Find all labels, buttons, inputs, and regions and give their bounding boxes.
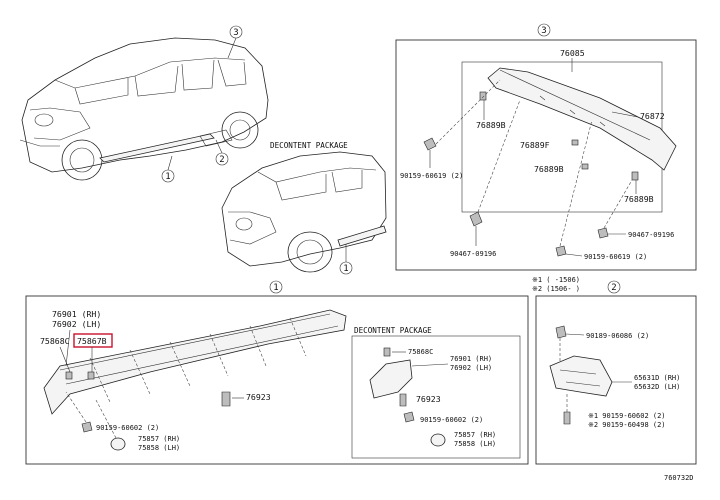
- callout-1-c-text: 1: [273, 283, 278, 293]
- decontent-moulding-part: [369, 359, 413, 399]
- package-label-top: DECONTENT PACKAGE: [270, 141, 348, 150]
- vehicle-illustration-package: [221, 151, 387, 273]
- diagram-code: 760732D: [664, 474, 694, 482]
- nut-icon: [110, 437, 126, 451]
- part-76923-label: 76923: [246, 392, 271, 402]
- callout-1-a-text: 1: [165, 172, 170, 182]
- screw-icon: [555, 245, 567, 257]
- part-76902-lh-label: 76902 (LH): [52, 319, 101, 329]
- screw-icon: [563, 411, 571, 425]
- screw-icon: [81, 421, 93, 433]
- callout-3-a-text: 3: [233, 28, 238, 38]
- clip-icon: [479, 91, 487, 101]
- part-76872-label: 76872: [640, 111, 665, 121]
- decontent-inset-frame: [351, 335, 521, 459]
- section-2-frame: [535, 295, 697, 465]
- package-label-bottom: DECONTENT PACKAGE: [354, 326, 432, 335]
- part-90159-60602-b-label: 90159-60602 (2): [420, 416, 483, 424]
- spoiler-part: [487, 67, 677, 171]
- part-75857-rh-b-label: 75857 (RH): [454, 431, 496, 439]
- screw-icon: [423, 137, 437, 151]
- callout-2-a-text: 2: [219, 155, 224, 165]
- bolt-icon: [221, 391, 231, 407]
- clip-icon: [581, 163, 589, 170]
- callout-3-b: [537, 23, 551, 37]
- footnote-2: ※2 (1506- ): [532, 285, 580, 293]
- part-76889b-b-label: 76889B: [534, 164, 564, 174]
- callout-1-b-text: 1: [343, 264, 348, 274]
- callout-1-a: [161, 169, 175, 183]
- part-75858-lh-b-label: 75858 (LH): [454, 440, 496, 448]
- clip-icon: [65, 371, 73, 380]
- part-75868c-label: 75868C: [40, 336, 70, 346]
- part-76901-rh-label: 76901 (RH): [52, 309, 101, 319]
- mudguard-part: [549, 355, 613, 397]
- part-65631d-rh-label: 65631D (RH): [634, 374, 680, 382]
- clip-icon: [571, 139, 579, 146]
- callout-3-a: [229, 25, 243, 39]
- part-90467-09196-b-label: 90467-09196: [628, 231, 674, 239]
- screw-icon: [597, 227, 609, 239]
- vehicle-illustration-main: [19, 37, 269, 181]
- part-76901-rh-b-label: 76901 (RH): [450, 355, 492, 363]
- screw-icon: [403, 411, 415, 423]
- part-76889f-label: 76889F: [520, 140, 550, 150]
- highlight-box: [73, 333, 113, 348]
- callout-1-c: [269, 280, 283, 294]
- part-76085-label: 76085: [560, 48, 585, 58]
- footnote-1: ※1 ( -1506): [532, 276, 580, 284]
- clip-icon: [87, 371, 95, 380]
- part-75857-rh-label: 75857 (RH): [138, 435, 180, 443]
- part-90159-60619-a-label: 90159-60619 (2): [400, 172, 463, 180]
- rocker-moulding-part: [43, 309, 347, 415]
- part-90467-09196-a-label: 90467-09196: [450, 250, 496, 258]
- bolt-icon: [399, 393, 407, 407]
- part-note1-label: ※1 90159-60602 (2): [588, 412, 666, 420]
- callout-1-b: [339, 261, 353, 275]
- part-65632d-lh-label: 65632D (LH): [634, 383, 680, 391]
- screw-icon: [555, 325, 567, 339]
- part-76923-b-label: 76923: [416, 394, 441, 404]
- part-90159-60619-b-label: 90159-60619 (2): [584, 253, 647, 261]
- clip-icon: [383, 347, 391, 357]
- part-75858-lh-label: 75858 (LH): [138, 444, 180, 452]
- part-76889b-c-label: 76889B: [624, 194, 654, 204]
- part-75867b-label: 75867B: [77, 336, 107, 346]
- callout-2-b-text: 2: [611, 283, 616, 293]
- screw-icon: [469, 211, 483, 227]
- callout-2-a: [215, 152, 229, 166]
- part-90189-06086-label: 90189-06086 (2): [586, 332, 649, 340]
- part-90159-60602-label: 90159-60602 (2): [96, 424, 159, 432]
- clip-icon: [631, 171, 639, 181]
- callout-3-b-text: 3: [541, 26, 546, 36]
- part-76889b-a-label: 76889B: [476, 120, 506, 130]
- part-75868c-b-label: 75868C: [408, 348, 433, 356]
- section-3-frame: [395, 39, 697, 271]
- nut-icon: [430, 433, 446, 447]
- section-1-frame: [25, 295, 529, 465]
- part-note2-label: ※2 90159-60498 (2): [588, 421, 666, 429]
- part-76902-lh-b-label: 76902 (LH): [450, 364, 492, 372]
- callout-2-b: [607, 280, 621, 294]
